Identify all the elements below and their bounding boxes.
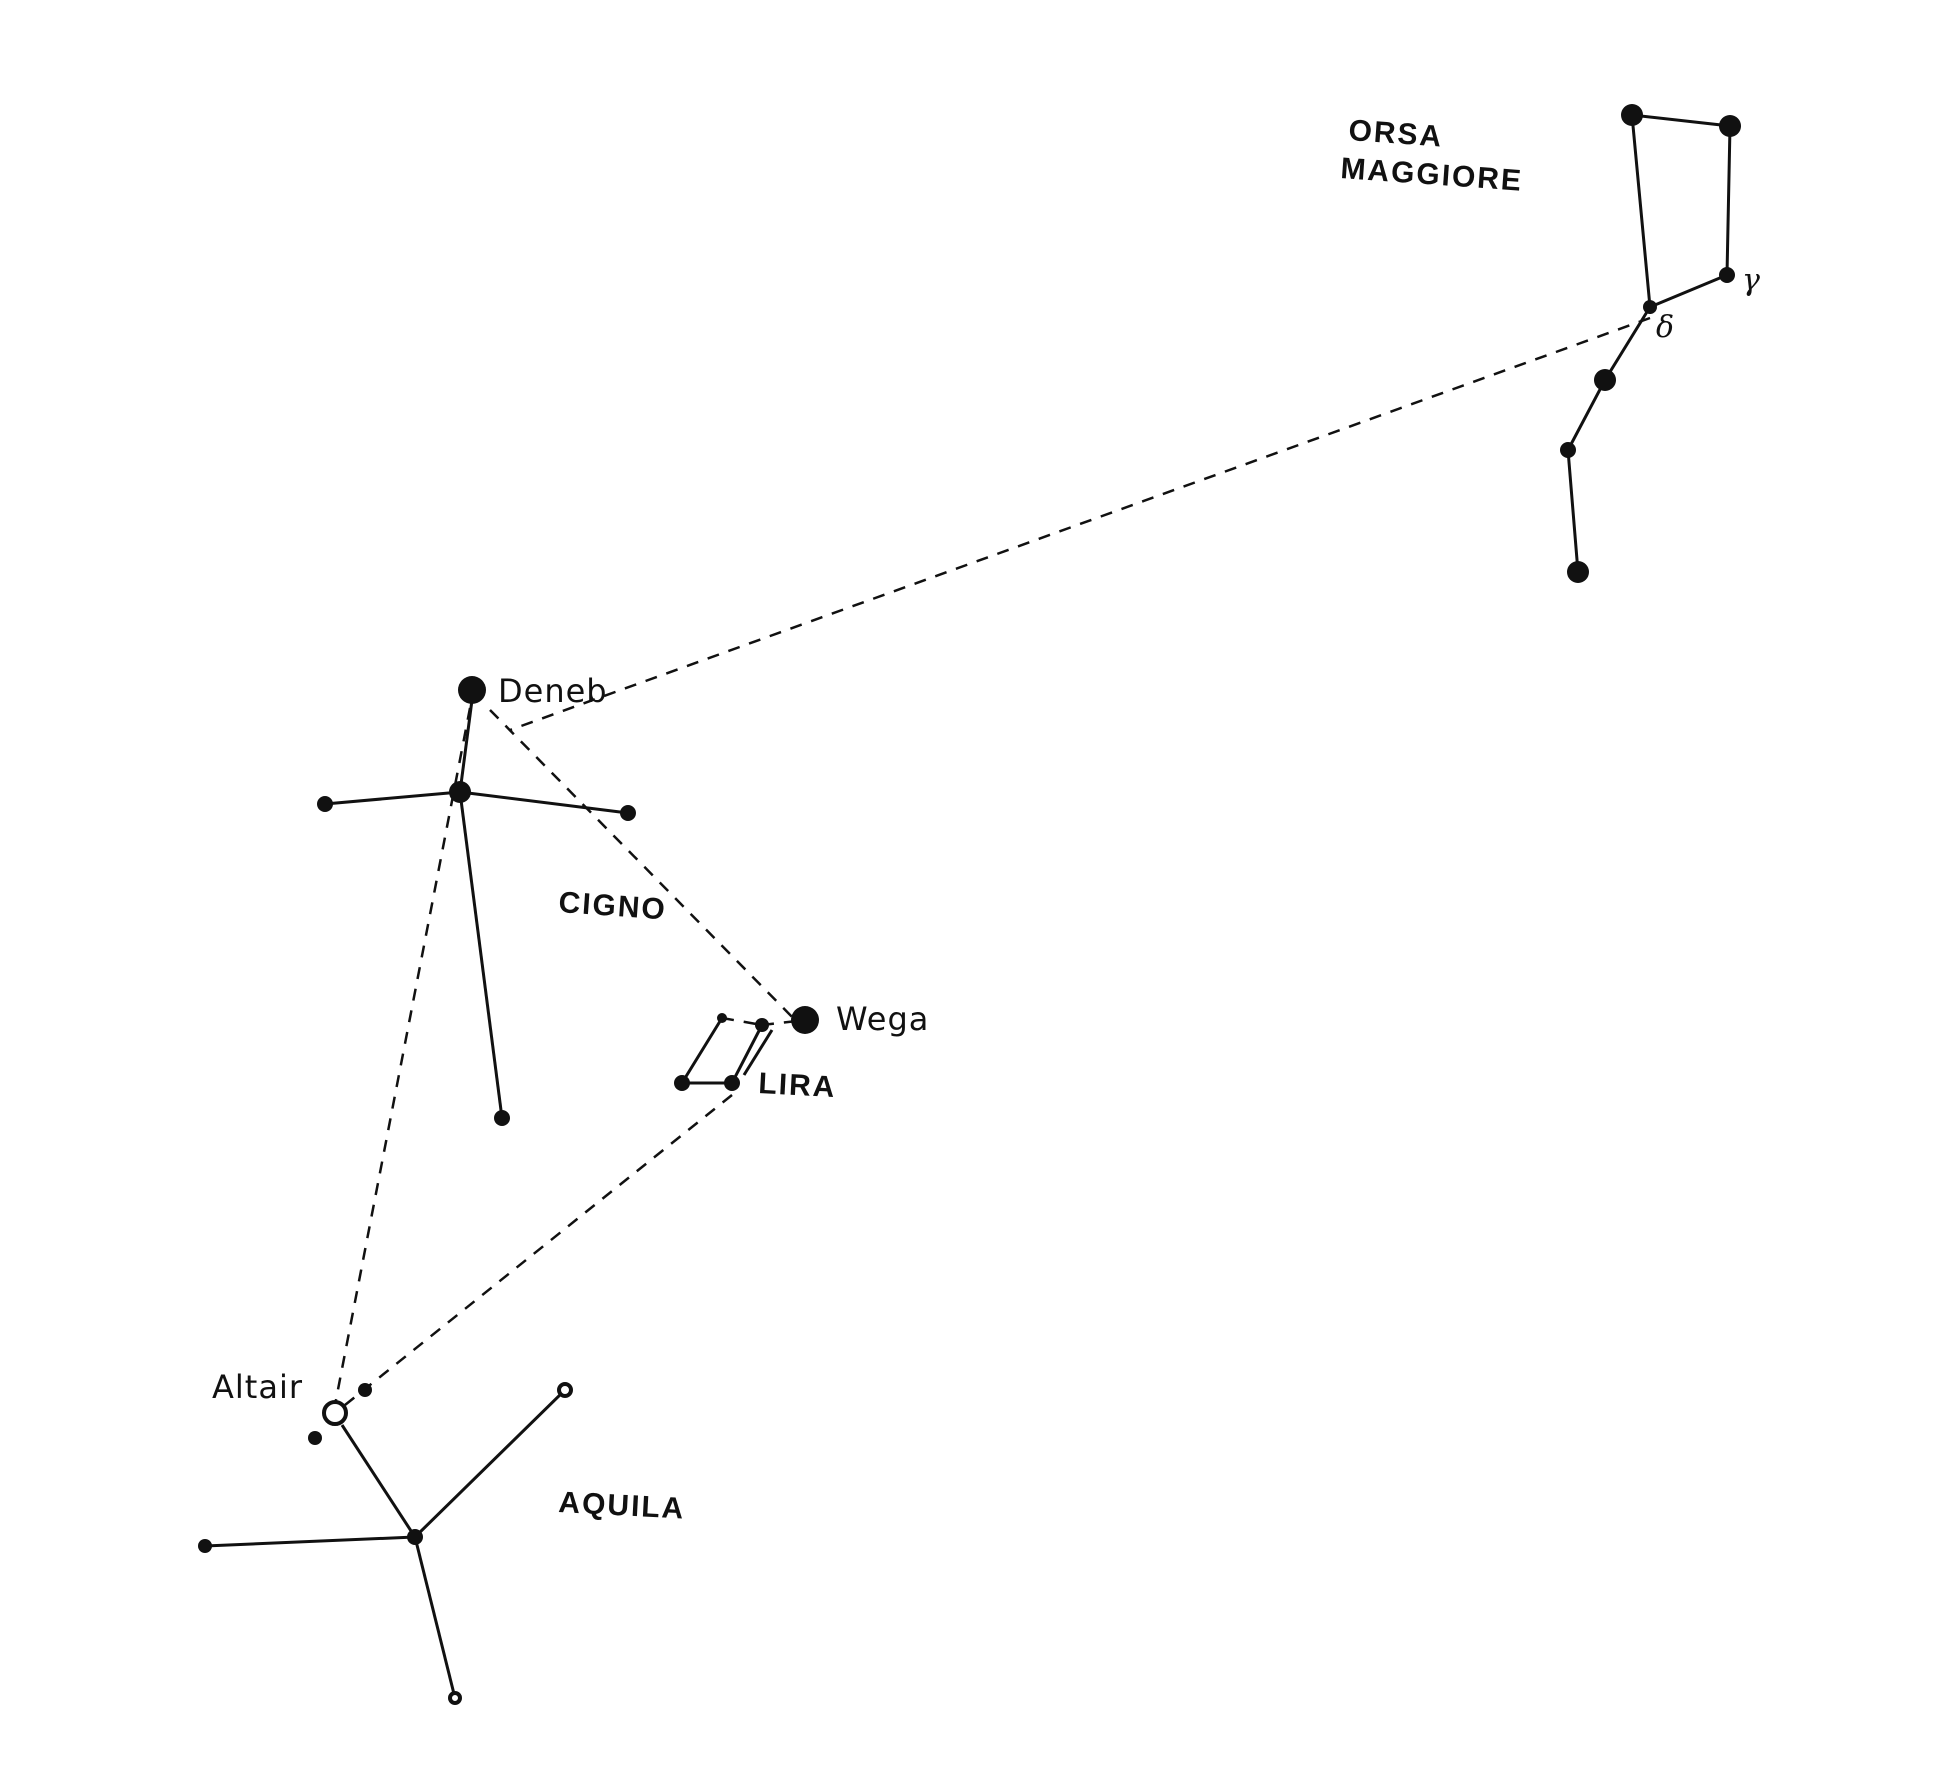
lira-line-inner xyxy=(742,1029,774,1076)
guide-line-lira-altair xyxy=(344,1094,733,1406)
star xyxy=(1560,442,1576,458)
wega-label: Wega xyxy=(836,1000,929,1038)
cigno-line-wing-left xyxy=(324,790,461,806)
star-altair xyxy=(322,1400,348,1426)
aquila-line-center-right xyxy=(413,1388,567,1539)
aquila-line-center-left xyxy=(204,1535,416,1548)
star-delta xyxy=(1643,300,1657,314)
star xyxy=(449,781,471,803)
lira-constellation: Wega LIRA xyxy=(674,1000,929,1104)
lira-line-wega xyxy=(761,1018,806,1027)
aquila-constellation: Altair AQUILA xyxy=(198,1368,687,1705)
star xyxy=(198,1539,212,1553)
star xyxy=(674,1075,690,1091)
delta-label: δ xyxy=(1656,310,1674,345)
star xyxy=(317,796,333,812)
aquila-line-altair-center xyxy=(340,1424,417,1538)
gamma-label: γ xyxy=(1742,263,1760,298)
deneb-label: Deneb xyxy=(498,672,608,710)
star xyxy=(494,1110,510,1126)
star xyxy=(308,1431,322,1445)
cigno-line-wing-right xyxy=(459,790,629,815)
star xyxy=(1621,104,1643,126)
altair-label: Altair xyxy=(212,1368,303,1406)
star xyxy=(620,805,636,821)
aquila-label: AQUILA xyxy=(558,1486,687,1526)
star xyxy=(717,1013,727,1023)
orsa-maggiore-lines xyxy=(1630,113,1732,310)
guide-lines xyxy=(333,316,1651,1406)
star xyxy=(724,1075,740,1091)
star xyxy=(755,1018,769,1032)
lira-lines xyxy=(679,1017,764,1085)
star xyxy=(1719,115,1741,137)
star xyxy=(1594,369,1616,391)
cigno-constellation: Deneb CIGNO xyxy=(317,672,668,1126)
lira-label: LIRA xyxy=(758,1067,838,1104)
star xyxy=(407,1529,423,1545)
star xyxy=(448,1691,462,1705)
orsa-maggiore-label-line2: MAGGIORE xyxy=(1340,152,1525,198)
star-gamma xyxy=(1719,267,1735,283)
cigno-line-spine-top xyxy=(458,699,474,793)
guide-line-deneb-altair xyxy=(333,707,472,1406)
star xyxy=(557,1382,573,1398)
cigno-line-spine-bottom xyxy=(458,791,504,1119)
orsa-maggiore-handle xyxy=(1566,306,1652,573)
orsa-maggiore-label-line1: ORSA xyxy=(1348,114,1445,154)
cigno-label: CIGNO xyxy=(558,886,668,926)
guide-line-deneb-wega xyxy=(489,709,801,1026)
star-wega xyxy=(791,1006,819,1034)
star xyxy=(358,1383,372,1397)
guide-line-delta-deneb xyxy=(509,316,1651,732)
star-deneb xyxy=(458,676,486,704)
aquila-line-center-bottom xyxy=(413,1536,457,1699)
orsa-maggiore-constellation: γ δ ORSA MAGGIORE xyxy=(1340,104,1760,583)
star xyxy=(1567,561,1589,583)
